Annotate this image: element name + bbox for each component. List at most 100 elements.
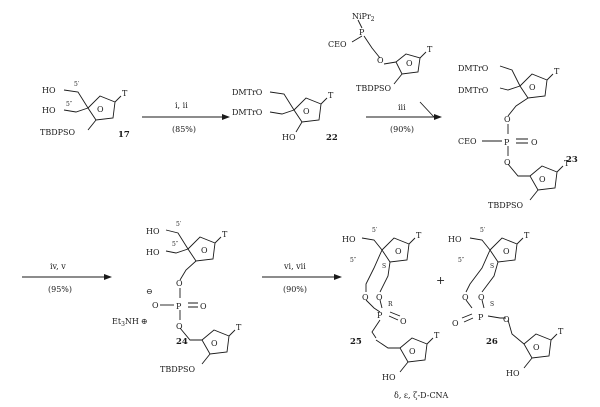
reaction-arrow-3: iv, v (95%)	[22, 262, 112, 294]
plus-sign: +	[436, 274, 445, 287]
reaction-arrow-1: i, ii (85%)	[142, 101, 230, 134]
label-thymine: T	[416, 231, 422, 240]
label-ring-o: O	[201, 246, 208, 255]
compound-number-23: 23	[566, 155, 578, 165]
label-ho: HO	[448, 235, 462, 244]
label-stereo-s: S	[382, 263, 386, 270]
label-ho: HO	[146, 227, 160, 236]
label-ho: HO	[42, 106, 56, 115]
label-ring-o: O	[395, 247, 402, 256]
label-thymine: T	[122, 89, 128, 98]
compound-24: HO HO 5′ 5″ O T O ⊖ O P O O Et3NH⊕ O T 2…	[112, 221, 242, 374]
yield-2: (90%)	[390, 125, 414, 134]
label-ho: HO	[42, 86, 56, 95]
label-ho: HO	[506, 369, 520, 378]
label-ring-o: O	[539, 175, 546, 184]
label-phosphorus: P	[176, 302, 182, 311]
label-ring-o: O	[97, 105, 104, 114]
label-thymine: T	[328, 91, 334, 100]
label-ring-o: O	[503, 247, 510, 256]
label-o: O	[531, 138, 538, 147]
compound-22: DMTrO DMTrO O T HO 22	[232, 88, 338, 143]
label-triethylammonium: Et3NH⊕	[112, 317, 148, 328]
phosphoramidite-reagent: NiPr2 P CEO O O T TBDPSO	[328, 12, 433, 93]
label-ring-o: O	[409, 347, 416, 356]
label-thymine: T	[564, 159, 570, 168]
reaction-arrow-4: vi, vii (90%)	[262, 262, 342, 294]
reagents-4: vi, vii	[283, 262, 306, 271]
label-dmtro: DMTrO	[232, 88, 263, 97]
label-ho: HO	[282, 133, 296, 142]
label-o: O	[152, 301, 159, 310]
label-ceo: CEO	[458, 137, 477, 146]
label-ring-o: O	[303, 107, 310, 116]
compound-number-26: 26	[486, 337, 498, 347]
label-dmtro: DMTrO	[458, 64, 489, 73]
label-5-double-prime: 5″	[458, 257, 465, 264]
label-tbdpso: TBDPSO	[40, 128, 75, 137]
label-ceo: CEO	[328, 40, 347, 49]
label-ring-o: O	[529, 83, 536, 92]
compound-number-25: 25	[350, 337, 362, 347]
label-phosphorus: P	[504, 138, 510, 147]
compound-25: HO 5′ 5″ S O T O O R P O O T 25 HO	[342, 227, 440, 382]
label-phosphorus: P	[478, 313, 484, 322]
label-ho: HO	[146, 248, 160, 257]
label-ring-o: O	[533, 343, 540, 352]
label-tbdpso: TBDPSO	[160, 365, 195, 374]
label-o: O	[362, 293, 369, 302]
label-dmtro: DMTrO	[232, 108, 263, 117]
yield-4: (90%)	[283, 285, 307, 294]
compound-17: HO HO 5′ 5″ O T TBDPSO 17	[40, 81, 130, 140]
label-o: O	[503, 315, 510, 324]
product-caption: δ, ε, ζ-D-CNA	[394, 391, 449, 400]
label-o: O	[200, 302, 207, 311]
label-5-double-prime: 5″	[350, 257, 357, 264]
label-o: O	[176, 279, 183, 288]
label-o: O	[452, 319, 459, 328]
label-ring-o: O	[211, 339, 218, 348]
compound-23: DMTrO DMTrO O T O CEO P O O O T 23 TBDPS…	[458, 64, 578, 210]
label-thymine: T	[558, 327, 564, 336]
reaction-arrow-2: iii (90%)	[366, 101, 442, 134]
label-ho: HO	[382, 373, 396, 382]
reagents-3: iv, v	[50, 262, 66, 271]
label-dmtro: DMTrO	[458, 86, 489, 95]
label-nipr2: NiPr2	[352, 12, 375, 23]
compound-number-24: 24	[176, 337, 188, 347]
label-5-double-prime: 5″	[172, 241, 179, 248]
label-phosphorus: P	[359, 28, 365, 37]
label-o: O	[376, 293, 383, 302]
label-5-prime: 5′	[480, 227, 486, 234]
compound-26: HO 5′ 5″ S O T O O S P O O O T 26 HO	[448, 227, 564, 378]
label-stereo-s: S	[490, 301, 494, 308]
label-thymine: T	[222, 230, 228, 239]
compound-number-17: 17	[118, 130, 130, 140]
label-thymine: T	[554, 67, 560, 76]
label-minus-charge: ⊖	[146, 287, 153, 296]
label-phosphorus: P	[377, 311, 383, 320]
label-stereo-r: R	[388, 301, 393, 308]
label-thymine: T	[427, 45, 433, 54]
label-tbdpso: TBDPSO	[488, 201, 523, 210]
label-o: O	[400, 317, 407, 326]
label-o: O	[176, 322, 183, 331]
reagents-2: iii	[398, 103, 406, 112]
label-ring-o: O	[406, 59, 413, 68]
label-thymine: T	[434, 331, 440, 340]
label-o: O	[504, 115, 511, 124]
yield-1: (85%)	[172, 125, 196, 134]
compound-number-22: 22	[326, 133, 338, 143]
label-o: O	[478, 293, 485, 302]
label-o: O	[377, 56, 384, 65]
label-thymine: T	[236, 323, 242, 332]
yield-3: (95%)	[48, 285, 72, 294]
label-ho: HO	[342, 235, 356, 244]
label-tbdpso: TBDPSO	[356, 84, 391, 93]
label-5-double-prime: 5″	[66, 101, 73, 108]
label-thymine: T	[524, 231, 530, 240]
label-stereo-s: S	[490, 263, 494, 270]
label-o: O	[462, 293, 469, 302]
label-o: O	[504, 158, 511, 167]
